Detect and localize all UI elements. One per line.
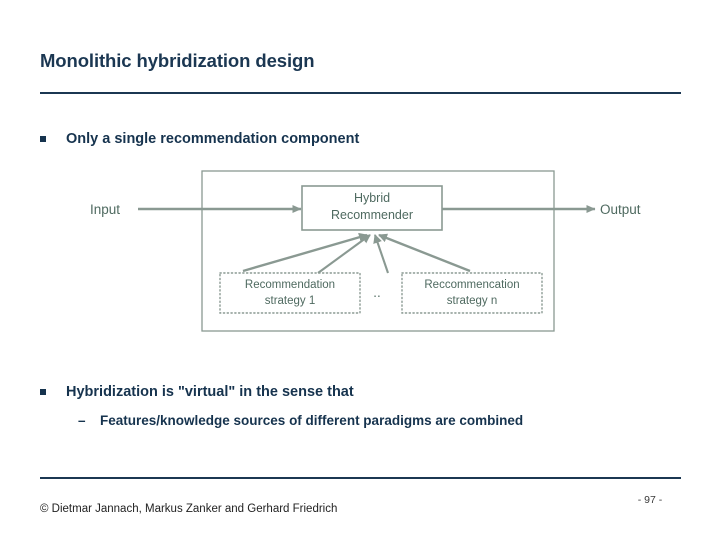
page-number: - 97 - — [637, 494, 663, 506]
strategy-box-1-label-line2: strategy 1 — [265, 295, 316, 307]
bullet-label: Hybridization is "virtual" in the sense … — [66, 384, 354, 400]
strategy-arrow-n — [378, 233, 471, 273]
hybrid-recommender-box — [301, 185, 443, 231]
bullet-label: Only a single recommendation component — [66, 131, 360, 147]
sub-bullet-label: Features/knowledge sources of different … — [100, 413, 524, 428]
title-divider-rule — [40, 92, 681, 94]
input-label: Input — [90, 202, 120, 217]
strategy-box-n-label-line1: Reccommencation — [424, 279, 519, 291]
monolithic-hybridization-diagram: Input Hybrid Recommender Output Recommen… — [70, 163, 650, 338]
strategy-box-1-label-line1: Recommendation — [245, 279, 335, 291]
strategy-ellipsis: ‥ — [373, 288, 381, 300]
footer-copyright: © Dietmar Jannach, Markus Zanker and Ger… — [40, 503, 338, 515]
square-bullet-icon — [40, 132, 66, 145]
output-label: Output — [600, 202, 641, 217]
strategy-arrow-1 — [242, 232, 368, 273]
strategy-box-n — [401, 272, 543, 314]
hybrid-recommender-label-line1: Hybrid — [354, 191, 390, 205]
strategy-arrow-3 — [373, 234, 389, 274]
strategy-box-1 — [219, 272, 361, 314]
dash-bullet-icon: – — [78, 413, 86, 428]
strategy-arrow-2 — [317, 234, 371, 274]
hybrid-recommender-label-line2: Recommender — [331, 208, 413, 222]
sub-bullet-item-features-knowledge-sources: – Features/knowledge sources of differen… — [78, 413, 523, 428]
bullet-item-only-single-component: Only a single recommendation component — [40, 131, 359, 147]
footer-divider-rule — [40, 477, 681, 479]
square-bullet-icon — [40, 385, 66, 398]
strategy-box-n-label-line2: strategy n — [447, 295, 498, 307]
bullet-item-hybridization-virtual: Hybridization is "virtual" in the sense … — [40, 384, 354, 400]
system-boundary-box — [201, 170, 555, 332]
page-title: Monolithic hybridization design — [40, 50, 315, 71]
